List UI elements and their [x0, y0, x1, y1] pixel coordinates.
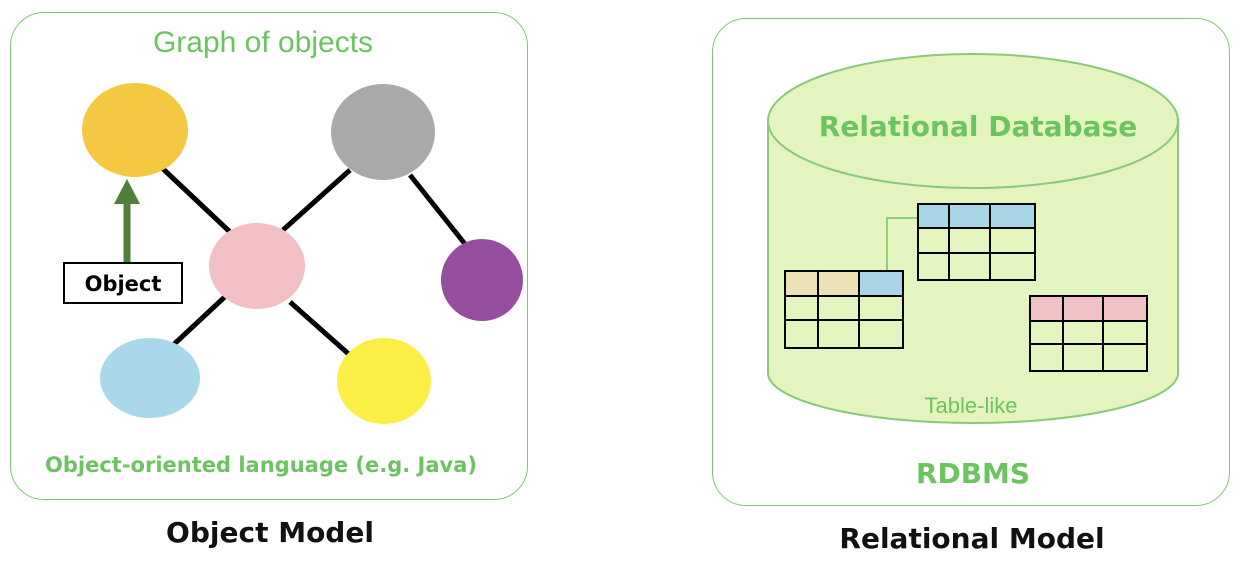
rdbms-label: RDBMS	[916, 457, 1030, 490]
object-label: Object	[85, 272, 162, 296]
object-model-caption: Object Model	[166, 516, 374, 549]
object-label-box	[63, 262, 183, 304]
object-node-pink	[209, 223, 305, 309]
graph-edge	[281, 168, 352, 232]
table-like-label: Table-like	[925, 393, 1018, 418]
object-arrow-head	[114, 179, 140, 204]
object-node-yellow	[337, 338, 431, 424]
graph-edge	[408, 173, 467, 246]
graph-title: Graph of objects	[153, 26, 373, 59]
graph-edge	[158, 164, 232, 234]
graph-edge	[288, 300, 354, 359]
language-label: Object-oriented language (e.g. Java)	[45, 453, 477, 477]
object-node-orange	[82, 83, 188, 177]
relational-model-caption: Relational Model	[839, 522, 1105, 555]
object-node-blue	[100, 338, 200, 418]
database-title: Relational Database	[819, 110, 1137, 143]
graph-edge	[168, 290, 232, 350]
database-cylinder-top	[767, 53, 1179, 189]
table-1	[917, 203, 1036, 281]
object-node-gray	[331, 84, 435, 180]
object-node-purple	[441, 239, 523, 321]
table-relation-line	[886, 217, 918, 283]
table-2	[784, 270, 904, 349]
table-3	[1029, 295, 1148, 372]
